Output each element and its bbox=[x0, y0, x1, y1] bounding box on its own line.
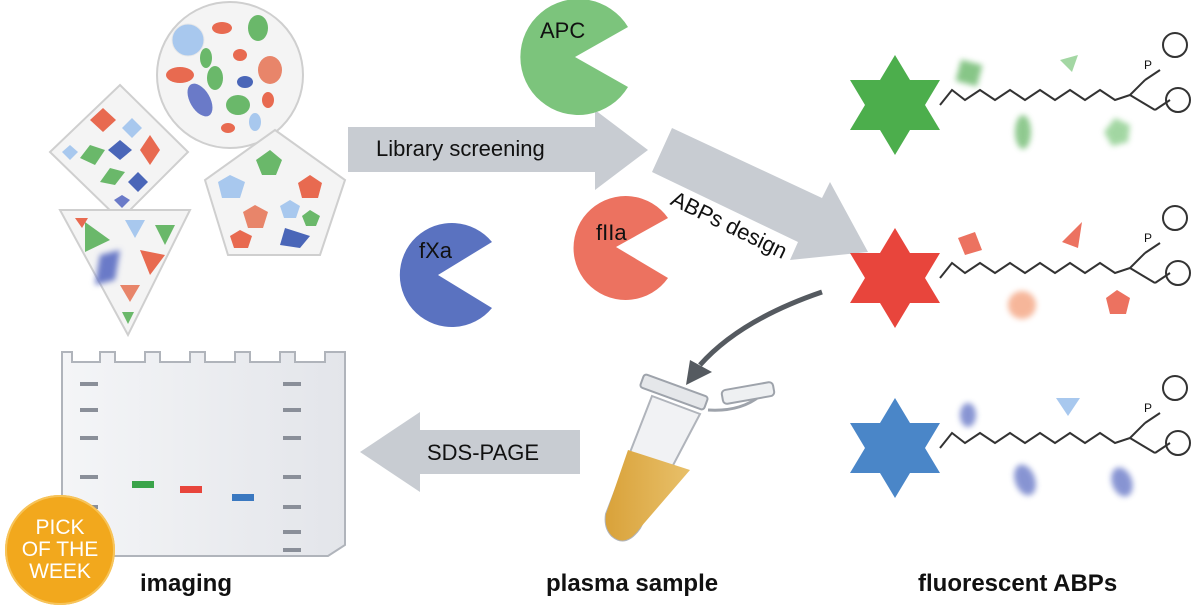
library-screening-arrow bbox=[348, 110, 648, 190]
atom-p-green: P bbox=[1144, 58, 1153, 72]
abp-blue bbox=[850, 375, 1191, 498]
imaging-caption: imaging bbox=[140, 570, 233, 597]
fluorescent-abps-caption: fluorescent ABPs bbox=[918, 570, 1118, 597]
abps-design-arrow bbox=[652, 128, 868, 260]
badge-line-2: OF THE bbox=[21, 538, 99, 561]
plasma-sample-caption: plasma sample bbox=[546, 570, 719, 597]
badge-line-3: WEEK bbox=[29, 560, 91, 583]
blue-band bbox=[232, 494, 254, 501]
plasma-tube bbox=[604, 373, 776, 542]
library-screening-label: Library screening bbox=[376, 136, 545, 161]
peptide-libraries bbox=[48, 1, 347, 338]
abp-red bbox=[850, 205, 1191, 328]
pentagon-library bbox=[203, 128, 347, 256]
apc-label: APC bbox=[540, 18, 586, 43]
fiia-enzyme bbox=[573, 196, 668, 300]
sds-page-label: SDS-PAGE bbox=[427, 440, 540, 465]
pick-of-the-week-badge: PICK OF THE WEEK bbox=[5, 495, 115, 605]
atom-p-blue: P bbox=[1144, 401, 1153, 415]
fxa-enzyme bbox=[399, 223, 492, 327]
triangle-library bbox=[58, 209, 192, 338]
green-band bbox=[132, 481, 154, 488]
diamond-library bbox=[48, 83, 190, 222]
fxa-label: fXa bbox=[419, 238, 453, 263]
red-band bbox=[180, 486, 202, 493]
curved-arrow bbox=[686, 289, 823, 385]
abp-green bbox=[850, 32, 1191, 155]
sds-page-arrow bbox=[360, 412, 580, 492]
apc-enzyme bbox=[520, 0, 628, 115]
fiia-label: fIIa bbox=[596, 220, 627, 245]
badge-line-1: PICK bbox=[35, 516, 85, 539]
circle-library bbox=[156, 1, 304, 149]
atom-p-red: P bbox=[1144, 231, 1153, 245]
